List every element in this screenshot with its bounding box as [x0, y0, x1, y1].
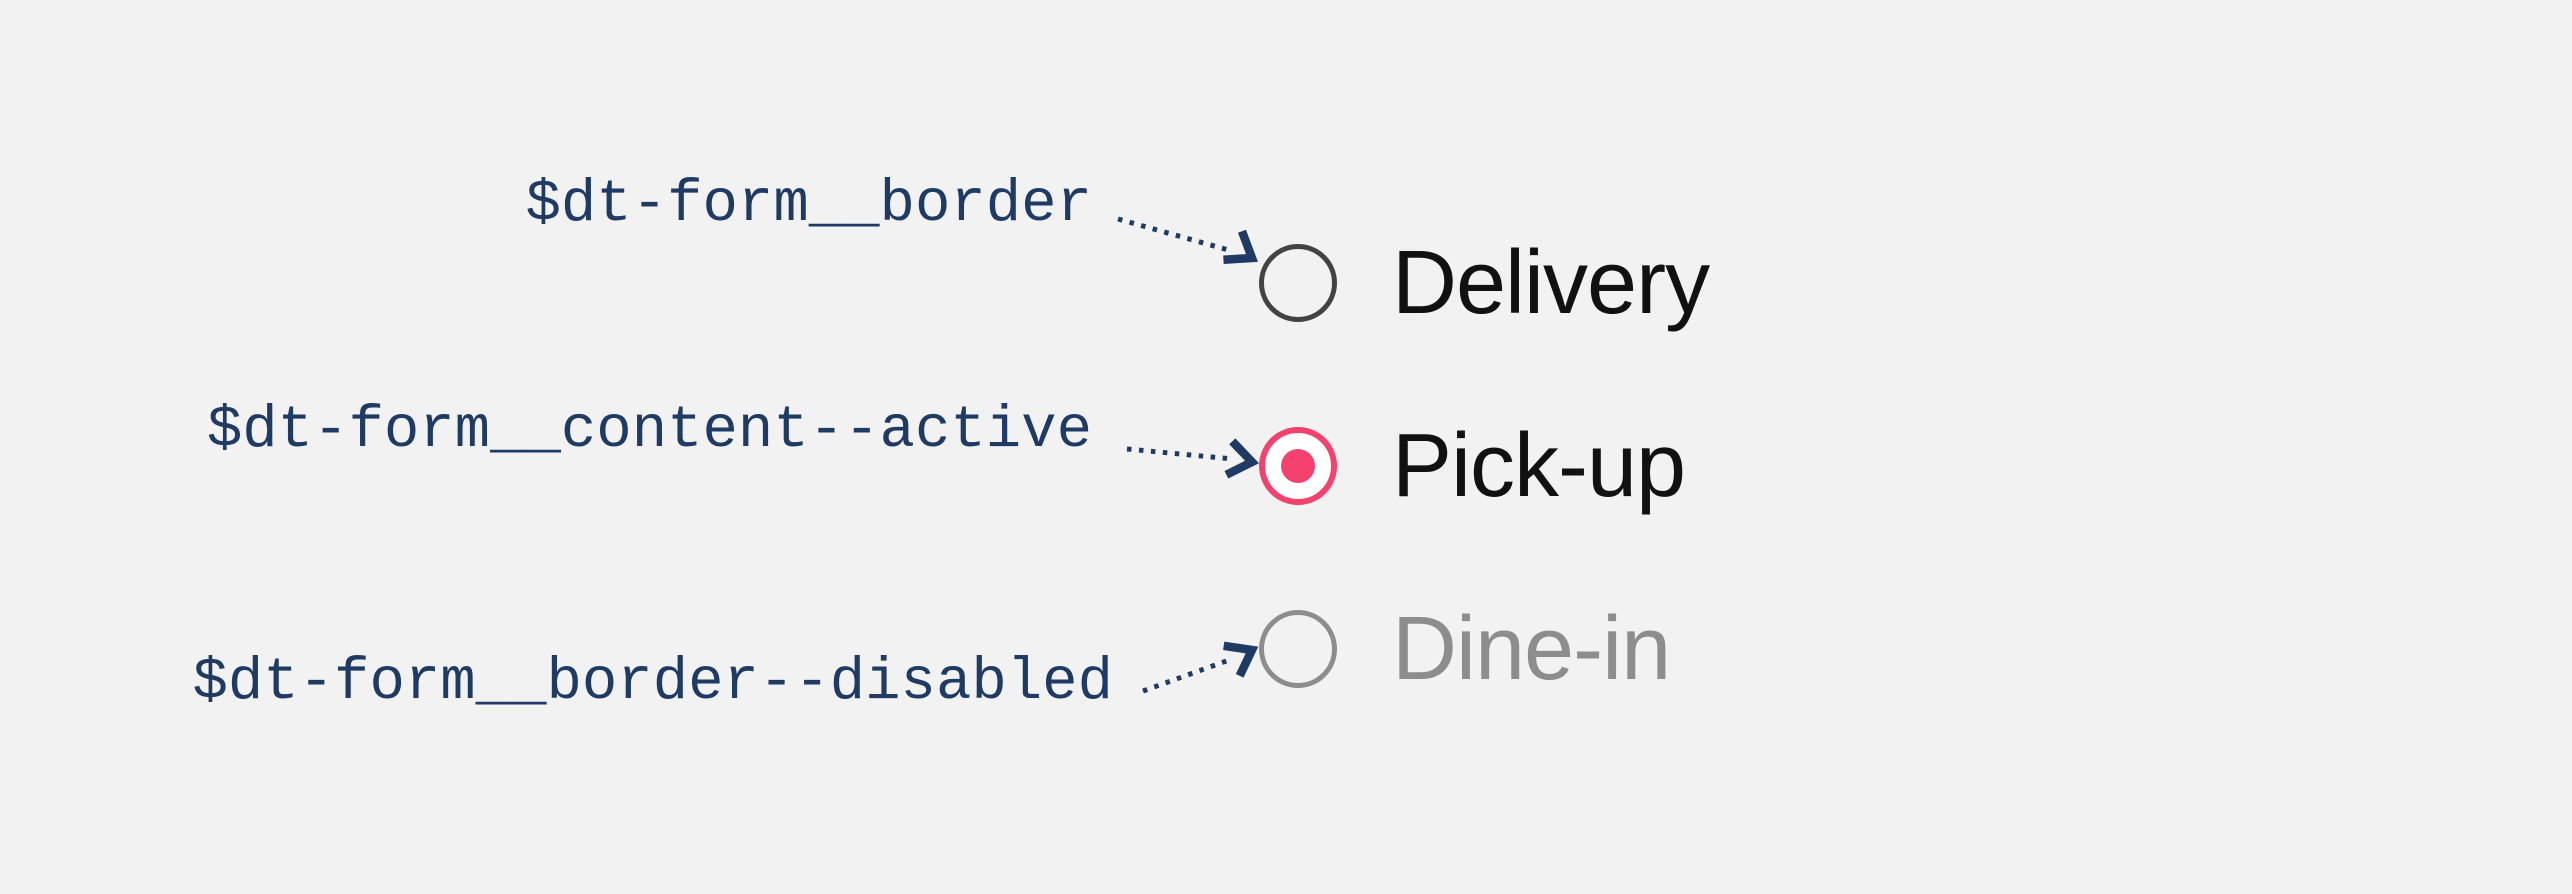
radio-pickup[interactable]: [1259, 427, 1337, 505]
annotation-arrow-border: [1117, 216, 1258, 264]
radio-option-pickup[interactable]: Pick-up: [1259, 406, 1686, 526]
radio-dinein: [1259, 610, 1337, 688]
token-label-form-border: $dt-form__border: [525, 171, 1093, 238]
radio-option-delivery[interactable]: Delivery: [1259, 223, 1710, 343]
radio-delivery[interactable]: [1259, 244, 1337, 322]
radio-selected-dot: [1281, 449, 1315, 483]
annotation-arrow-border-disabled: [1142, 641, 1259, 694]
radio-option-dinein: Dine-in: [1259, 589, 1671, 709]
radio-label-delivery[interactable]: Delivery: [1392, 233, 1710, 333]
annotation-arrow-content-active: [1126, 438, 1260, 479]
radio-label-pickup[interactable]: Pick-up: [1392, 416, 1686, 516]
radio-label-dinein: Dine-in: [1392, 599, 1671, 699]
token-label-form-border-disabled: $dt-form__border--disabled: [192, 649, 1113, 716]
token-label-form-content-active: $dt-form__content--active: [206, 397, 1092, 464]
